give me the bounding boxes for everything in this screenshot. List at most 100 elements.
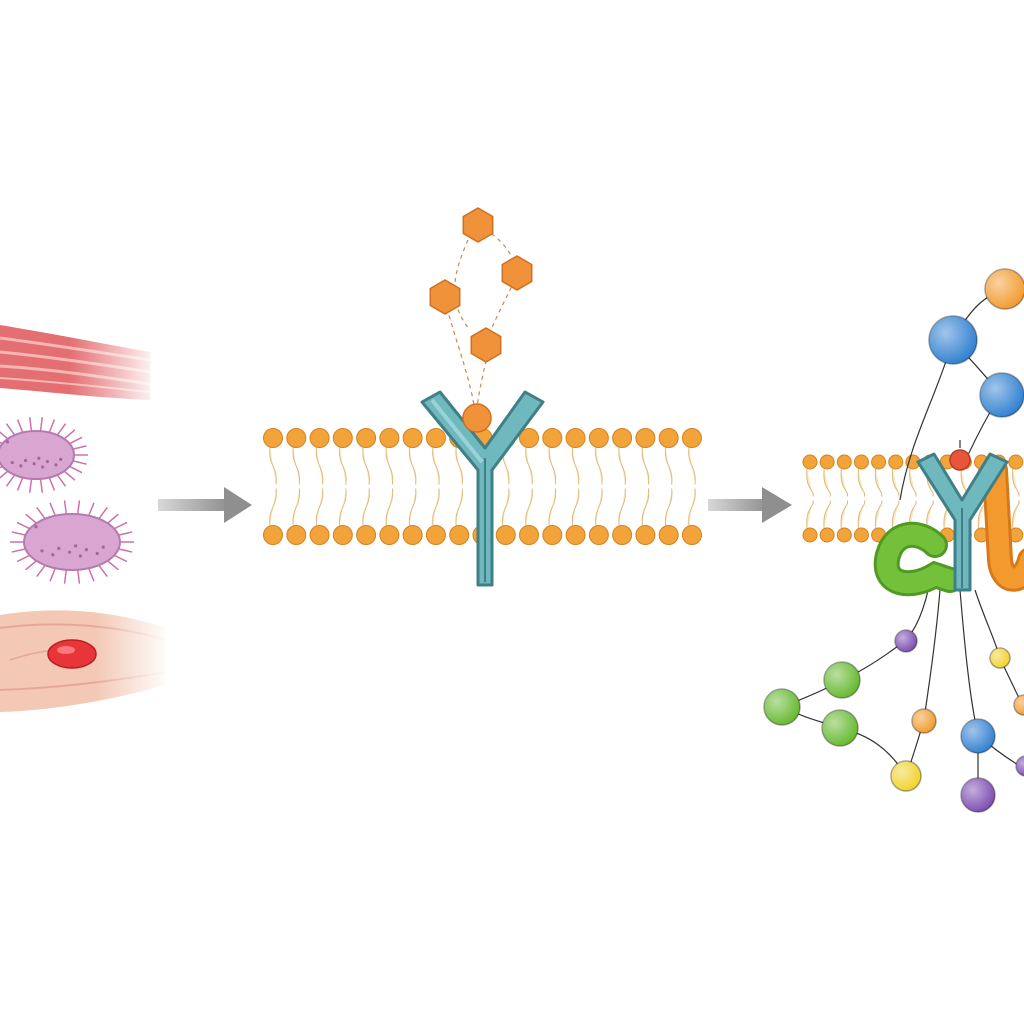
lipid-head <box>356 525 377 545</box>
node-highlight <box>961 719 995 753</box>
spike <box>5 473 17 487</box>
spike <box>76 500 81 516</box>
cell-body <box>23 513 121 571</box>
lipid-tail <box>641 447 650 485</box>
lipid-head <box>379 428 400 448</box>
granule <box>34 525 38 529</box>
spiky-cell-icon <box>10 500 134 584</box>
lipid-head <box>263 428 283 448</box>
lipid-tail <box>618 447 626 485</box>
spike <box>87 566 95 582</box>
green-adaptor-icon <box>873 521 963 597</box>
ligand-icon <box>462 207 494 243</box>
lipid-tail <box>362 447 370 485</box>
lipid-head <box>612 525 633 545</box>
lipid-head <box>635 428 656 448</box>
lipid-head <box>836 527 852 543</box>
spike <box>48 419 56 434</box>
lipid-tail <box>806 500 814 529</box>
lipid-head <box>853 454 869 470</box>
spike <box>62 429 76 441</box>
lipid-head <box>542 525 563 545</box>
spike <box>55 423 67 437</box>
nucleus-icon <box>47 639 97 669</box>
lipid-tail <box>292 488 301 526</box>
cell-types-group <box>0 320 170 720</box>
lipid-head <box>681 428 702 448</box>
lipid-tail <box>362 488 370 526</box>
lipid-head <box>402 428 423 448</box>
lipid-head <box>519 428 540 448</box>
lipid-head <box>356 428 377 448</box>
ligand-group <box>429 207 533 363</box>
spike <box>28 477 33 493</box>
granule <box>45 459 50 464</box>
spike <box>63 500 68 516</box>
lipid-head <box>612 428 633 448</box>
orange-adaptor-icon <box>982 457 1024 592</box>
lipid-head <box>802 527 818 543</box>
lipid-tail <box>571 447 580 485</box>
lipid-tail <box>892 500 900 529</box>
lipid-tail <box>525 488 533 526</box>
node-highlight <box>824 662 860 698</box>
lipid-tail <box>823 468 831 497</box>
granule <box>5 440 10 444</box>
lipid-tail <box>292 447 301 485</box>
lipid-head <box>853 527 869 543</box>
lipid-tail <box>874 500 883 529</box>
lipid-tail <box>571 488 580 526</box>
lipid-tail <box>857 468 866 497</box>
lipid-head <box>286 525 307 545</box>
lipid-tail <box>385 488 394 526</box>
lipid-tail <box>432 488 440 526</box>
granule <box>40 549 44 553</box>
lipid-tail <box>857 500 866 529</box>
lipid-tail <box>385 447 394 485</box>
lipid-tail <box>432 447 440 485</box>
lipid-tail <box>315 447 324 485</box>
node-highlight <box>990 648 1010 668</box>
granule <box>68 550 72 554</box>
lipid-tail <box>618 488 626 526</box>
spike <box>48 476 56 491</box>
lipid-tail <box>806 468 814 497</box>
lipid-tail <box>548 488 557 526</box>
bound-ligand <box>462 403 492 433</box>
lipid-tail <box>1012 468 1020 497</box>
arrow-1-icon <box>158 487 252 523</box>
granule <box>23 458 28 463</box>
lipid-head <box>495 525 516 545</box>
lipid-head <box>425 525 446 545</box>
spike <box>76 568 81 584</box>
lipid-tail <box>664 488 673 526</box>
lipid-head <box>871 454 887 470</box>
lipid-tail <box>909 468 917 497</box>
lipid-head <box>635 525 656 545</box>
lipid-head <box>263 525 283 545</box>
lipid-tail <box>840 468 849 497</box>
spike <box>28 417 33 433</box>
lipid-head <box>309 525 330 545</box>
spike <box>39 417 44 433</box>
lipid-tail <box>892 468 900 497</box>
node-highlight <box>822 710 858 746</box>
lipid-tail <box>269 447 277 485</box>
lipid-head <box>658 428 679 448</box>
lipid-head <box>286 428 307 448</box>
ligand-icon <box>501 255 533 291</box>
lipid-head <box>542 428 563 448</box>
granule <box>74 544 78 548</box>
receptor-y-icon <box>420 390 545 587</box>
lipid-head <box>565 525 586 545</box>
lipid-tail <box>455 488 463 526</box>
node-highlight <box>891 761 921 791</box>
granule <box>37 456 41 460</box>
lipid-tail <box>688 447 696 485</box>
node-highlight <box>912 709 936 733</box>
spike <box>49 502 57 518</box>
lipid-tail <box>664 447 673 485</box>
spike <box>0 431 10 441</box>
lipid-head <box>379 525 400 545</box>
